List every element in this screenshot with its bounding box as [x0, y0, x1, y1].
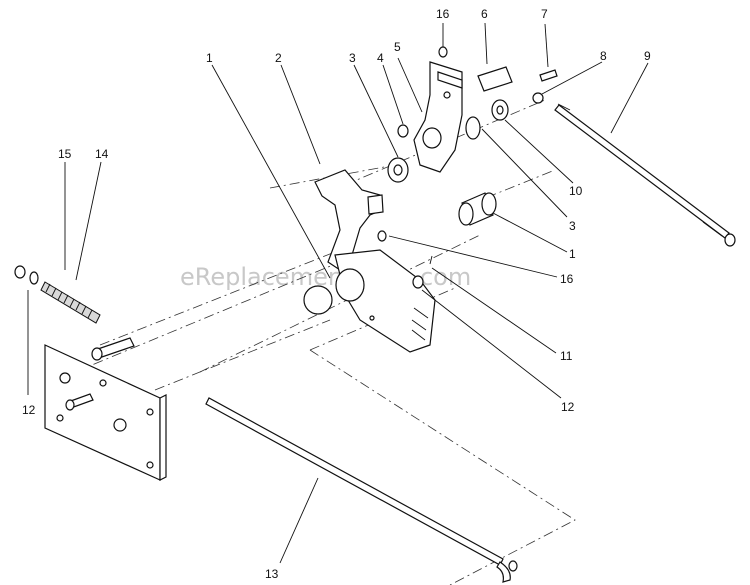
bushing: [458, 192, 497, 226]
alignment-lines: [74, 99, 576, 585]
callout-labels: 1 2 3 4 5 16 6 7 8 9 10 3 1 16 11 12 15 …: [22, 7, 651, 581]
callout-10: 10: [569, 184, 583, 198]
upper-bracket: [413, 61, 463, 173]
callout-4: 4: [377, 51, 384, 65]
callout-12-left: 12: [22, 403, 36, 417]
nut-and-washer-left: [14, 265, 39, 285]
callout-2: 2: [275, 51, 282, 65]
control-lever: [303, 169, 436, 353]
callout-1-top: 1: [206, 51, 213, 65]
callout-14: 14: [95, 147, 109, 161]
callout-15: 15: [58, 147, 72, 161]
callout-3-right: 3: [569, 219, 576, 233]
callout-11: 11: [560, 349, 573, 363]
spring: [40, 281, 101, 324]
callout-6: 6: [481, 7, 488, 21]
mounting-plate: [44, 337, 167, 481]
callout-8: 8: [600, 49, 607, 63]
watermark-text: eReplacementParts.com: [180, 263, 471, 291]
callout-13: 13: [265, 567, 279, 581]
callout-5: 5: [394, 40, 401, 54]
callout-1-right: 1: [569, 247, 576, 261]
hardware: [387, 46, 558, 289]
callout-9: 9: [644, 49, 651, 63]
callout-3-top: 3: [349, 51, 356, 65]
leader-lines: [27, 22, 649, 564]
callout-12-right: 12: [561, 400, 575, 414]
callout-16-right: 16: [560, 272, 574, 286]
rod-lower: [205, 397, 518, 583]
callout-7: 7: [541, 7, 548, 21]
rod-upper: [554, 103, 736, 247]
callout-16-top: 16: [436, 7, 450, 21]
